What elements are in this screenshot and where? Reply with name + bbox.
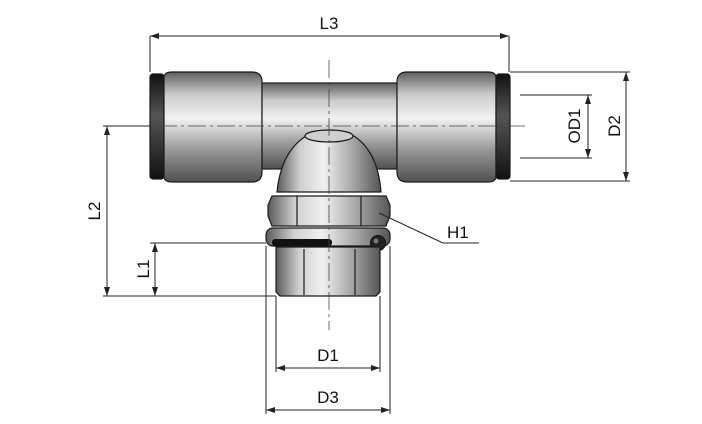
thread-stud [275, 246, 381, 297]
right-sleeve [396, 71, 497, 183]
dim-label-l1: L1 [134, 260, 153, 279]
left-collet [149, 73, 165, 180]
dim-label-l2: L2 [85, 202, 104, 221]
right-collet [495, 73, 511, 180]
dim-label-od1: OD1 [565, 109, 584, 144]
dim-label-d2: D2 [605, 115, 624, 137]
left-sleeve [163, 71, 263, 183]
dim-label-h1: H1 [447, 223, 469, 242]
dim-label-l3: L3 [320, 14, 339, 33]
dimension-lines [103, 33, 630, 414]
dim-label-d1: D1 [317, 346, 339, 365]
fitting-body [149, 71, 511, 297]
center-lines [130, 60, 525, 330]
dim-label-d3: D3 [317, 388, 339, 407]
